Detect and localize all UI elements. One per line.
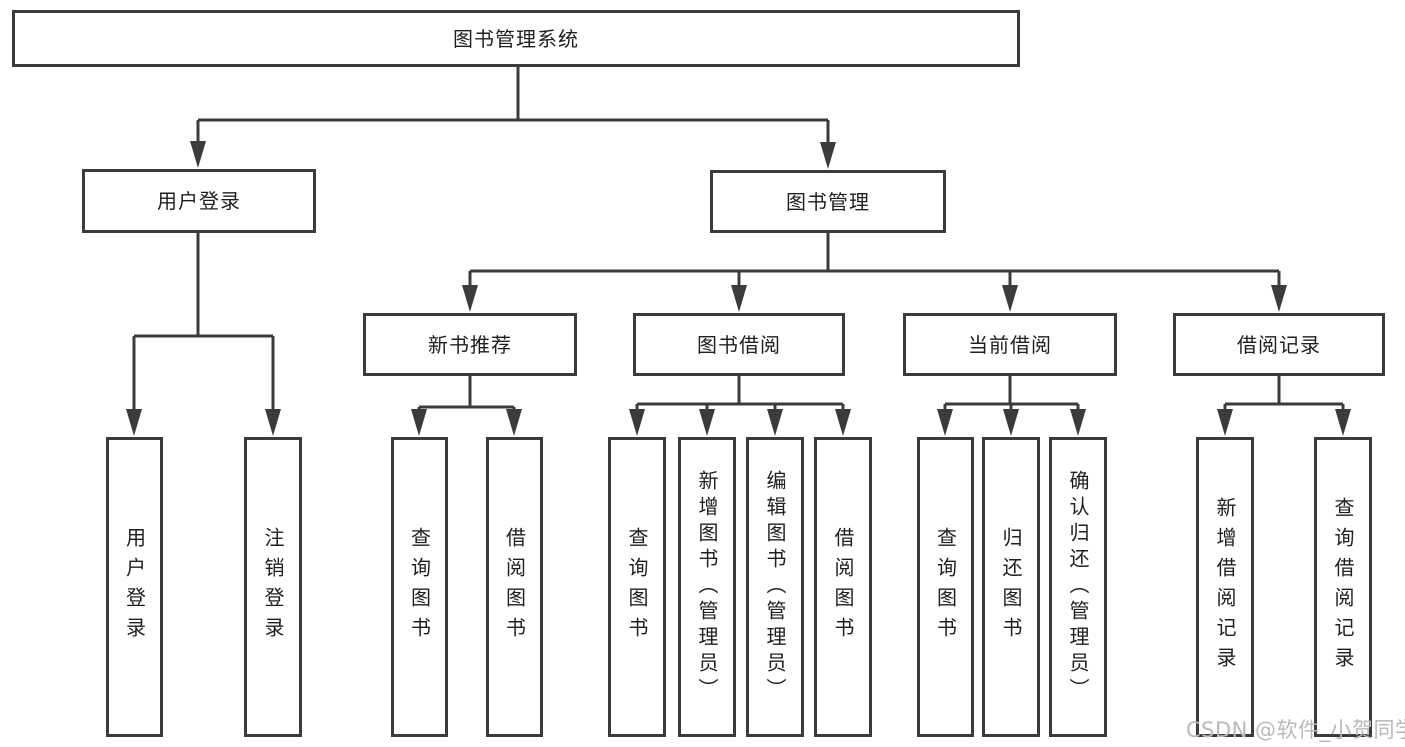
leaf-edit-books-admin: 编辑图书（管理员） xyxy=(746,437,804,737)
connector-current-borrow xyxy=(943,374,1080,411)
leaf-query-books-recommend-label: 查询图书 xyxy=(407,527,432,647)
leaf-borrow-books-label: 借阅图书 xyxy=(831,527,855,647)
node-new-book-recommend-label: 新书推荐 xyxy=(428,332,512,357)
leaf-query-borrow-record: 查询借阅记录 xyxy=(1314,437,1372,737)
node-root: 图书管理系统 xyxy=(12,10,1020,67)
leaf-borrow-books-recommend: 借阅图书 xyxy=(486,437,543,737)
connector-user-login xyxy=(132,232,275,411)
node-current-borrow-label: 当前借阅 xyxy=(968,332,1052,357)
leaf-query-books-current-label: 查询图书 xyxy=(933,527,958,647)
node-book-management-label: 图书管理 xyxy=(786,189,870,214)
connector-borrow-records xyxy=(1223,374,1345,411)
csdn-watermark: CSDN @软件_小贺同学 xyxy=(1186,718,1405,742)
leaf-confirm-return-admin: 确认归还（管理员） xyxy=(1049,437,1107,737)
leaf-query-books-recommend: 查询图书 xyxy=(391,437,448,737)
leaf-query-books-borrow: 查询图书 xyxy=(608,437,666,737)
leaf-query-books-borrow-label: 查询图书 xyxy=(625,527,649,647)
leaf-edit-books-admin-label: 编辑图书（管理员） xyxy=(763,470,787,704)
leaf-add-borrow-record: 新增借阅记录 xyxy=(1196,437,1254,737)
node-new-book-recommend: 新书推荐 xyxy=(363,313,577,376)
leaf-add-books-admin: 新增图书（管理员） xyxy=(678,437,736,737)
leaf-logout-label: 注销登录 xyxy=(261,527,285,647)
node-borrow-records-label: 借阅记录 xyxy=(1237,332,1321,357)
connector-root xyxy=(196,66,830,144)
leaf-user-login: 用户登录 xyxy=(106,437,163,737)
leaf-add-borrow-record-label: 新增借阅记录 xyxy=(1213,497,1237,677)
node-user-login-label: 用户登录 xyxy=(157,189,241,213)
connector-new-book-recommend xyxy=(417,374,516,411)
leaf-borrow-books: 借阅图书 xyxy=(814,437,872,737)
arrowheads xyxy=(126,141,1351,436)
node-book-borrow-label: 图书借阅 xyxy=(697,332,781,357)
node-borrow-records: 借阅记录 xyxy=(1173,313,1385,376)
node-user-login: 用户登录 xyxy=(82,169,316,233)
node-root-label: 图书管理系统 xyxy=(453,26,579,51)
leaf-query-borrow-record-label: 查询借阅记录 xyxy=(1331,497,1355,677)
node-book-borrow: 图书借阅 xyxy=(633,313,845,376)
leaf-return-books: 归还图书 xyxy=(982,437,1040,737)
leaf-confirm-return-admin-label: 确认归还（管理员） xyxy=(1066,470,1090,704)
leaf-return-books-label: 归还图书 xyxy=(999,527,1023,647)
leaf-user-login-label: 用户登录 xyxy=(122,527,147,647)
leaf-borrow-books-recommend-label: 借阅图书 xyxy=(502,527,527,647)
leaf-query-books-current: 查询图书 xyxy=(917,437,974,737)
connector-book-management xyxy=(468,232,1281,288)
node-current-borrow: 当前借阅 xyxy=(903,313,1117,376)
node-book-management: 图书管理 xyxy=(710,170,946,233)
leaf-add-books-admin-label: 新增图书（管理员） xyxy=(695,470,719,704)
leaf-logout: 注销登录 xyxy=(244,437,302,737)
connector-book-borrow xyxy=(635,374,845,411)
